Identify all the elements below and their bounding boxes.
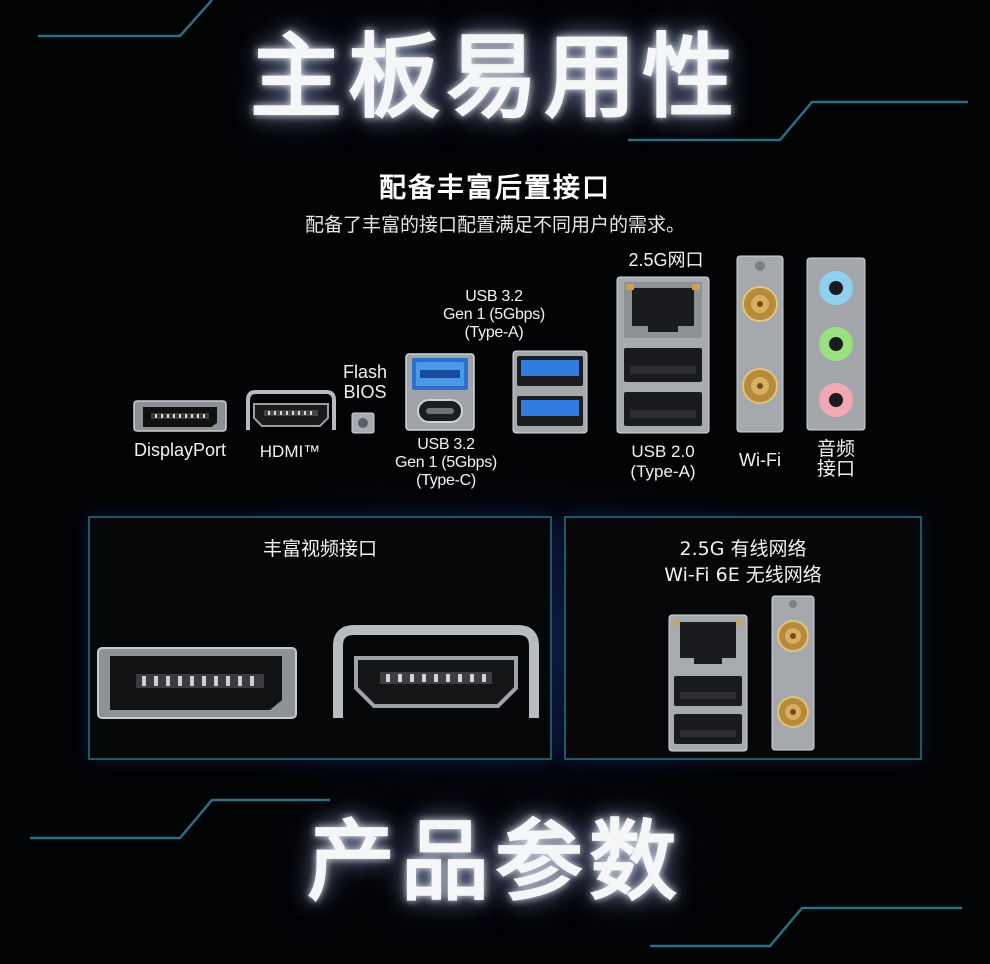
wifi-label: Wi-Fi	[739, 450, 781, 470]
displayport-label: DisplayPort	[133, 440, 227, 460]
displayport-icon	[133, 400, 227, 432]
video-panel-title: 丰富视频接口	[262, 538, 377, 560]
usb-type-c-icon	[405, 353, 475, 431]
hdmi-icon	[246, 390, 336, 430]
section-description: 配备了丰富的接口配置满足不同用户的需求。	[304, 214, 685, 236]
usb-type-a-dual-icon	[512, 350, 588, 434]
wifi-antenna-small-icon	[771, 595, 815, 751]
lan-label: 2.5G网口	[628, 250, 704, 270]
video-ports-panel: 丰富视频接口	[88, 516, 552, 760]
flash-bios-button-icon	[351, 412, 375, 434]
section-title: 配备丰富后置接口	[379, 173, 611, 204]
audio-label: 音频接口	[816, 439, 855, 480]
displayport-large-icon	[97, 647, 297, 719]
usb2-label: USB 2.0(Type-A)	[630, 442, 696, 481]
page-title: 主板易用性	[249, 24, 740, 131]
hdmi-large-icon	[333, 625, 539, 718]
hdmi-label: HDMI™	[259, 442, 321, 461]
footer-title: 产品参数	[306, 810, 683, 913]
wifi-antenna-icon	[736, 255, 784, 433]
lan-usb2-stack-icon	[616, 276, 710, 434]
lan-usb-stack-small-icon	[668, 614, 748, 752]
audio-jacks-icon	[806, 257, 866, 431]
